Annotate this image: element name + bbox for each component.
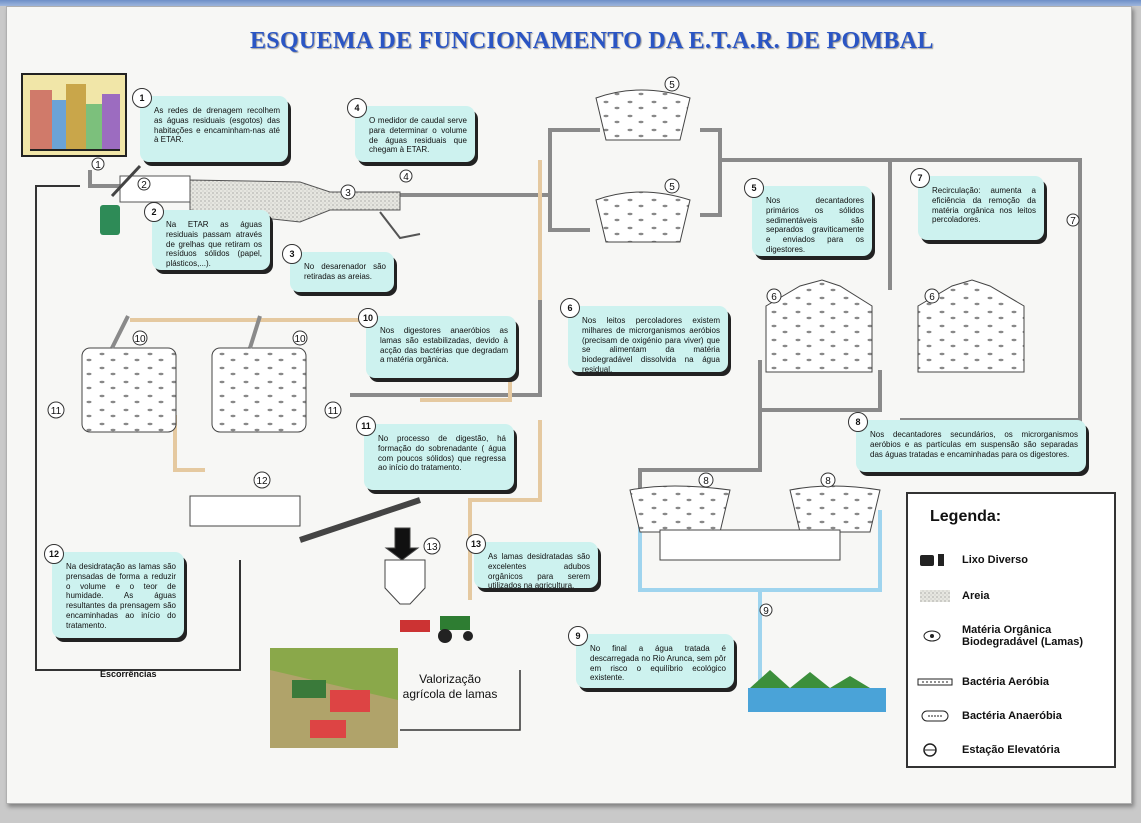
- svg-text:10: 10: [134, 334, 146, 345]
- return-lines: [35, 185, 241, 671]
- svg-text:10: 10: [294, 334, 306, 345]
- stage-marker: 3: [340, 184, 356, 200]
- stage-marker: 10: [292, 330, 308, 346]
- callout-text: No desarenador são retiradas as areias.: [304, 262, 386, 281]
- screen-grid-stage: [100, 164, 191, 235]
- stage-marker: 8: [820, 472, 836, 488]
- agricultural-valorization-label: Valorização agrícola de lamas: [402, 672, 498, 701]
- svg-text:6: 6: [771, 292, 777, 303]
- stage-marker: 5: [664, 76, 680, 92]
- legend-item: Estação Elevatória: [916, 742, 1060, 758]
- stage-marker: 2: [137, 177, 151, 191]
- trash-icon: [920, 554, 944, 566]
- stage-marker: 5: [664, 178, 680, 194]
- stage-marker: 8: [698, 472, 714, 488]
- legend-box: Legenda: Lixo Diverso Areia Matéria Orgâ…: [906, 492, 1116, 768]
- stage-marker: 6: [924, 288, 940, 304]
- legend-title: Legenda:: [930, 508, 1002, 525]
- callout-text: No processo de digestão, há formação do …: [378, 434, 506, 473]
- stage-marker: 4: [399, 169, 413, 183]
- legend-item: Areia: [916, 588, 990, 604]
- svg-text:5: 5: [669, 182, 675, 193]
- callout-text: Na desidratação as lamas são prensadas d…: [66, 562, 176, 630]
- legend-item: Bactéria Aeróbia: [916, 674, 1049, 690]
- svg-text:12: 12: [256, 476, 268, 487]
- stage-marker: 11: [47, 401, 65, 419]
- svg-text:11: 11: [51, 406, 62, 417]
- svg-text:13: 13: [426, 542, 438, 553]
- anaerobic-bacteria-icon: [921, 710, 949, 722]
- window-top-bar: [0, 0, 1141, 6]
- svg-text:11: 11: [328, 406, 339, 417]
- river-arunca: [748, 670, 886, 712]
- callout-text: Nos digestores anaeróbios as lamas são e…: [380, 326, 508, 365]
- stage-number-markers: 1 2 3 4 5 5 6 6 7 8 8 9 10 10 11 11 12 1…: [47, 76, 1080, 617]
- stage-marker: 7: [1066, 213, 1080, 227]
- svg-text:8: 8: [825, 476, 831, 487]
- svg-text:5: 5: [669, 80, 675, 91]
- primary-decanter: [595, 89, 691, 243]
- svg-text:2: 2: [141, 180, 147, 191]
- stage-marker: 11: [324, 401, 342, 419]
- svg-text:6: 6: [929, 292, 935, 303]
- callout-text: Na ETAR as águas residuais passam atravé…: [166, 220, 262, 268]
- aerobic-bacteria-icon: [917, 678, 953, 686]
- svg-text:3: 3: [345, 188, 351, 199]
- callout-text: Recirculação: aumenta a eficiência da re…: [932, 186, 1036, 225]
- stage-marker: 10: [132, 330, 148, 346]
- svg-text:1: 1: [95, 160, 101, 171]
- callout-text: As lamas desidratadas são excelentes adu…: [488, 552, 590, 591]
- stage-marker: 12: [253, 471, 271, 489]
- svg-text:4: 4: [403, 172, 409, 183]
- valorization-arrow: [400, 670, 521, 731]
- city-drainage-image: [21, 73, 127, 157]
- callout-text: As redes de drenagem recolhem as águas r…: [154, 106, 280, 145]
- callout-text: O medidor de caudal serve para determina…: [369, 116, 467, 155]
- legend-item: Bactéria Anaeróbia: [916, 708, 1062, 724]
- dewatering-press: [189, 495, 426, 605]
- percolator-filters: [765, 279, 1025, 373]
- agriculture-photo: [270, 648, 398, 748]
- stage-marker: 13: [423, 537, 441, 555]
- callout-text: Nos leitos percoladores existem milhares…: [582, 316, 720, 374]
- callout-text: Nos decantadores secundários, os microrg…: [870, 430, 1078, 459]
- anaerobic-digesters: [81, 315, 307, 433]
- legend-item: Matéria Orgânica Biodegradável (Lamas): [916, 624, 1112, 648]
- callout-text: Nos decantadores primários os sólidos se…: [766, 196, 864, 254]
- runoff-label: Escorrências: [100, 669, 157, 679]
- svg-text:7: 7: [1070, 216, 1076, 227]
- organic-matter-icon: [923, 630, 941, 642]
- svg-text:9: 9: [763, 606, 769, 617]
- diagram-title: ESQUEMA DE FUNCIONAMENTO DA E.T.A.R. DE …: [250, 28, 934, 54]
- stage-marker: 6: [766, 288, 782, 304]
- sand-icon: [920, 590, 950, 602]
- svg-text:8: 8: [703, 476, 709, 487]
- legend-item: Lixo Diverso: [916, 552, 1028, 568]
- tractor-icon: [400, 616, 473, 643]
- callout-text: No final a água tratada é descarregada n…: [590, 644, 726, 683]
- stage-marker: 1: [91, 157, 105, 171]
- pumping-station-icon: [923, 743, 937, 757]
- secondary-decanters: [629, 485, 881, 561]
- stage-marker: 9: [759, 603, 773, 617]
- treated-water-pipes: [638, 510, 882, 690]
